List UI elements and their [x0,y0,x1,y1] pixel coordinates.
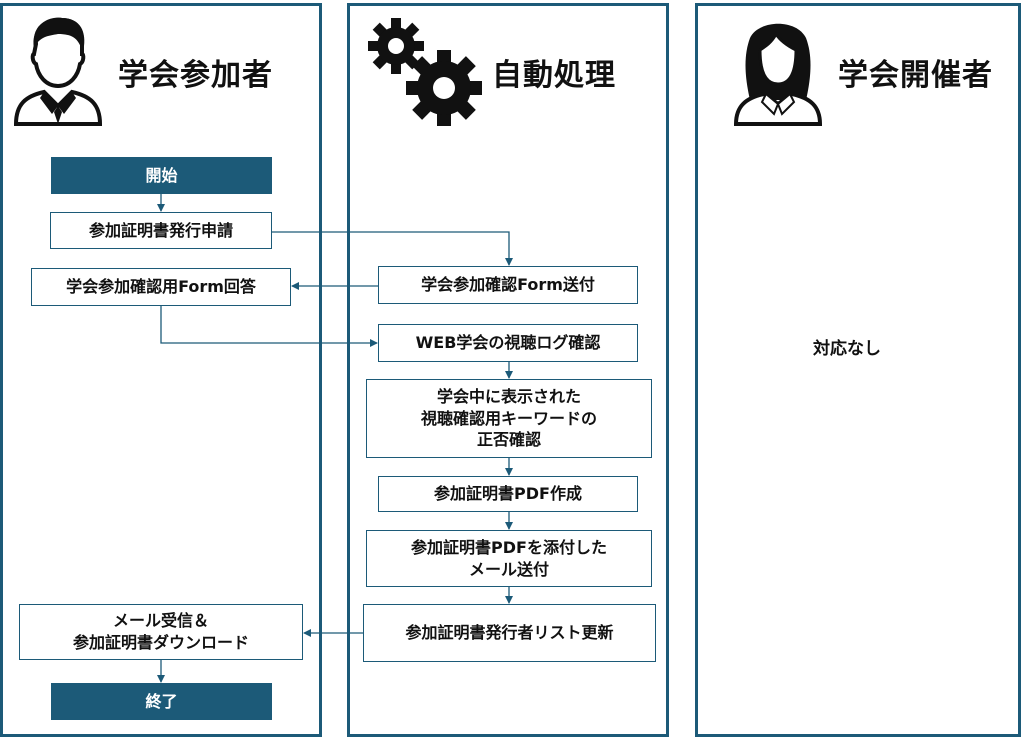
step-mail-send: 参加証明書PDFを添付した メール送付 [366,530,652,587]
businesswoman-icon [733,23,823,126]
step-keyword-check: 学会中に表示された 視聴確認用キーワードの 正否確認 [366,379,652,458]
step-start: 開始 [51,157,272,194]
step-pdf-create: 参加証明書PDF作成 [378,476,638,512]
businessman-icon [13,17,103,126]
lane-title-organizer: 学会開催者 [838,58,993,93]
step-form-answer: 学会参加確認用Form回答 [31,268,291,306]
step-receive: メール受信＆ 参加証明書ダウンロード [19,604,303,660]
gears-icon [368,18,482,126]
lane-title-participant: 学会参加者 [118,58,273,93]
step-list-update: 参加証明書発行者リスト更新 [363,604,656,662]
organizer-note: 対応なし [813,339,881,359]
step-log-check: WEB学会の視聴ログ確認 [378,324,638,362]
step-request: 参加証明書発行申請 [50,212,272,249]
step-form-send: 学会参加確認Form送付 [378,266,638,304]
step-end: 終了 [51,683,272,720]
lane-title-auto: 自動処理 [492,58,616,93]
